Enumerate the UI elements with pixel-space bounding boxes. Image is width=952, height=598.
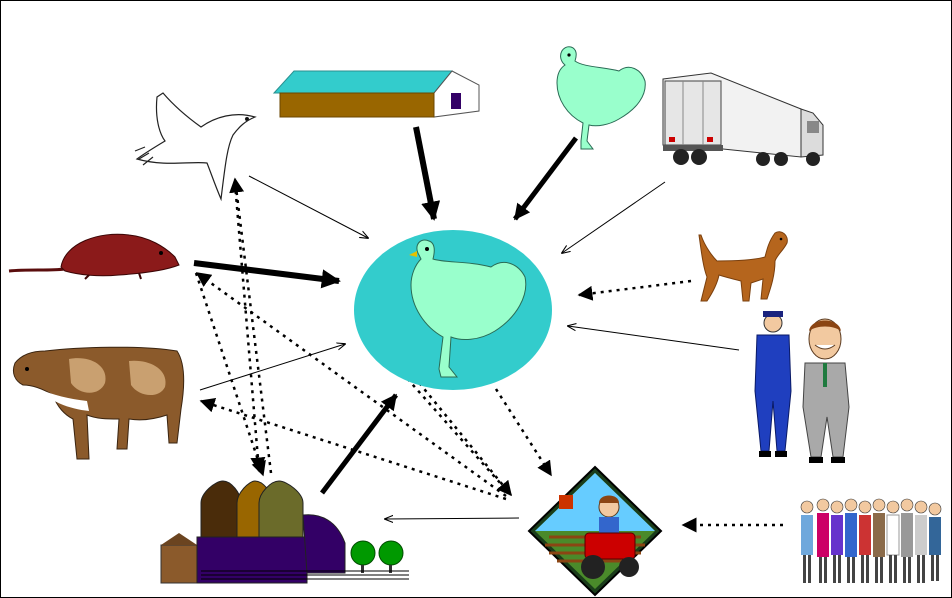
police-officer bbox=[754, 311, 792, 457]
poultry-house-icon bbox=[272, 70, 480, 118]
arrow-bird-to-flock bbox=[248, 175, 368, 238]
arrow-house-to-flock bbox=[413, 126, 441, 221]
crowd-icon bbox=[800, 498, 942, 583]
feed-mill-icon bbox=[160, 480, 409, 584]
arrow-farmer-to-bird bbox=[229, 177, 273, 474]
arrow-rat-to-mill bbox=[194, 272, 266, 477]
people-icon bbox=[754, 311, 850, 463]
wild-bird-icon bbox=[134, 92, 257, 202]
man-in-suit bbox=[802, 318, 850, 463]
arrow-farmer-to-mill bbox=[385, 518, 520, 519]
chicken-icon bbox=[556, 46, 646, 150]
rat-icon bbox=[8, 233, 180, 280]
truck-icon bbox=[662, 72, 824, 166]
central-flock bbox=[354, 230, 552, 390]
dog-icon bbox=[698, 231, 788, 302]
arrow-truck-to-flock bbox=[562, 181, 666, 253]
arrow-cow-to-flock bbox=[199, 344, 345, 391]
arrow-rat-to-flock bbox=[193, 260, 341, 289]
cow-icon bbox=[12, 346, 185, 460]
arrow-chicken-to-flock bbox=[513, 136, 578, 221]
farmer-tractor-icon bbox=[527, 465, 663, 597]
arrow-visitors-to-flock bbox=[568, 326, 740, 351]
arrow-flock-to-farmer bbox=[494, 388, 553, 477]
arrow-mill-to-flock bbox=[320, 393, 398, 495]
chicken-flock-icon bbox=[409, 239, 527, 378]
arrow-farmer-to-cow bbox=[199, 397, 507, 501]
arrow-dog-to-flock bbox=[577, 279, 692, 301]
arrow-mill-from-bird bbox=[233, 182, 266, 473]
